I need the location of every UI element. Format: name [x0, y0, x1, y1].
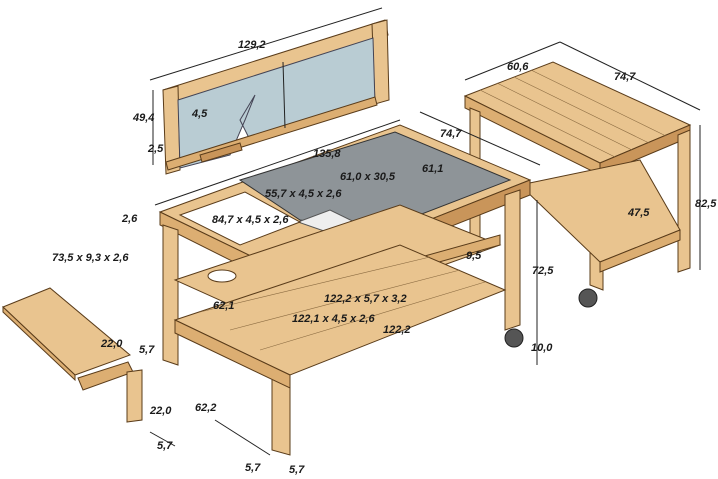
leg-spacing: 62,2 [195, 402, 216, 414]
back-panel-thickness: 2,5 [147, 143, 164, 155]
table-depth: 74,7 [440, 128, 462, 140]
rail-side: 84,7 x 4,5 x 2,6 [212, 214, 289, 226]
dimension-lines [149, 7, 701, 456]
bracket-thickness: 5,7 [139, 344, 155, 356]
top-thickness: 2,6 [121, 213, 138, 225]
bracket-width: 22,0 [100, 338, 123, 350]
shelf-depth: 62,1 [213, 300, 234, 312]
front-rail: 122,2 x 5,7 x 3,2 [324, 293, 407, 305]
back-panel-width: 129,2 [238, 39, 266, 51]
side-table-depth: 74,7 [614, 71, 636, 83]
dimension-labels: 129,2 49,4 4,5 2,5 135,8 74,7 2,6 61,0 x… [52, 39, 717, 476]
support-height: 22,0 [149, 405, 172, 417]
folding-shelf [2, 287, 143, 423]
leg-b: 5,7 [289, 464, 305, 476]
stone-slab: 61,0 x 30,5 [340, 171, 396, 183]
stone-length: 61,1 [422, 163, 443, 175]
shelf-board: 73,5 x 9,3 x 2,6 [52, 252, 129, 264]
shelf-length: 122,2 [383, 324, 411, 336]
wheel-height: 10,0 [531, 342, 553, 354]
table-height: 72,5 [532, 265, 554, 277]
wheel-icon [578, 288, 598, 308]
rail-short: 55,7 x 4,5 x 2,6 [265, 188, 342, 200]
side-table-width: 60,6 [507, 61, 529, 73]
leg-a: 5,7 [245, 462, 261, 474]
side-table-height: 82,5 [695, 198, 717, 210]
back-panel-frame: 4,5 [191, 108, 208, 120]
slat-gap: 9,5 [466, 250, 482, 262]
back-panel [162, 19, 390, 175]
support-thickness: 5,7 [157, 440, 173, 452]
main-table [158, 124, 532, 456]
wheel-icon [504, 328, 524, 348]
lower-rail: 122,1 x 4,5 x 2,6 [292, 313, 375, 325]
table-length: 135,8 [313, 148, 341, 160]
side-table-shelf-height: 47,5 [627, 207, 650, 219]
back-panel-height: 49,4 [132, 112, 154, 124]
